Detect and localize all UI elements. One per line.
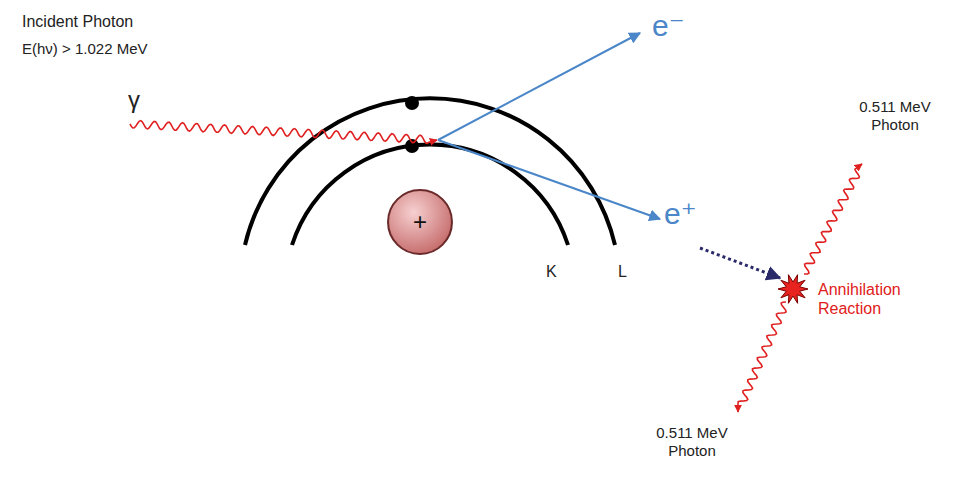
electron-symbol: e⁻ — [652, 8, 685, 44]
caption-text: Incident Photon — [22, 12, 133, 31]
positron-track — [438, 140, 660, 219]
positron-path — [700, 248, 780, 278]
photon-label: 0.511 MeV Photon — [642, 424, 742, 460]
energy-threshold: E(hν) > 1.022 MeV — [22, 40, 147, 58]
annihilation-burst — [778, 275, 808, 304]
shell-label: K — [546, 262, 557, 281]
photon-label: 0.511 MeV Photon — [845, 98, 945, 134]
reaction-label: Annihilation Reaction — [818, 280, 928, 318]
nucleus-circle: + — [386, 188, 454, 256]
annihilation-photon-wave — [738, 302, 786, 412]
positron-symbol: e⁺ — [664, 196, 697, 232]
photon-symbol: γ — [128, 86, 140, 115]
annihilation-photon-wave — [804, 164, 862, 274]
charge-sign: + — [413, 208, 427, 236]
incident-photon-wave — [130, 121, 437, 144]
electron-track — [438, 33, 640, 140]
shell-label: L — [618, 262, 627, 281]
electron-dot — [405, 96, 419, 110]
